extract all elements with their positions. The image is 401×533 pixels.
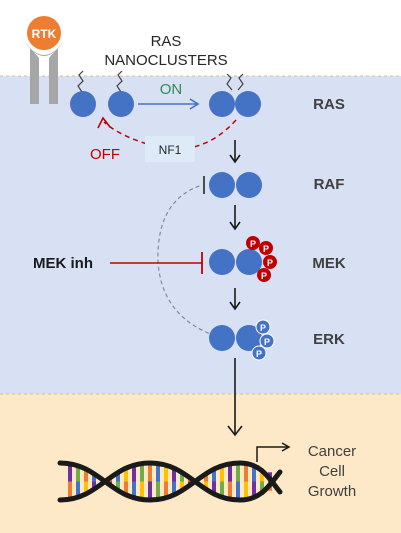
stage-label-erk: ERK bbox=[313, 331, 345, 348]
svg-text:P: P bbox=[261, 271, 267, 281]
phospho-badge bbox=[246, 236, 260, 250]
rtk-ligand bbox=[27, 16, 61, 50]
ras-monomer bbox=[70, 91, 96, 117]
mek-phospho-groups: P P P P bbox=[246, 236, 277, 282]
dna-strand-bottom bbox=[57, 460, 283, 503]
svg-text:P: P bbox=[267, 258, 273, 268]
phospho-badge bbox=[259, 241, 273, 255]
lipid-tail bbox=[226, 73, 233, 91]
stage-label-mek: MEK bbox=[312, 255, 346, 272]
phospho-badge bbox=[251, 345, 267, 361]
svg-text:P: P bbox=[264, 337, 270, 347]
ras-monomer bbox=[209, 91, 235, 117]
cascade-arrows bbox=[227, 140, 243, 437]
nf1-box bbox=[145, 136, 195, 162]
stage-label-ras: RAS bbox=[313, 96, 345, 113]
svg-text:P: P bbox=[256, 349, 262, 359]
phospho-badge bbox=[257, 268, 271, 282]
erk-feedback-loop bbox=[157, 184, 223, 339]
lipid-tail bbox=[237, 73, 244, 91]
off-label: OFF bbox=[90, 146, 120, 163]
rtk-label: RTK bbox=[32, 27, 57, 41]
inactive-ras bbox=[70, 70, 134, 117]
phospho-badge bbox=[255, 319, 271, 335]
mek-dimer bbox=[209, 249, 262, 275]
outcome-line-1: Cancer bbox=[308, 443, 356, 460]
lipid-tail bbox=[116, 70, 123, 93]
outcome-line-3: Growth bbox=[308, 483, 356, 500]
phospho-badge bbox=[259, 333, 275, 349]
ras-monomer bbox=[235, 91, 261, 117]
rtk-receptor: RTK bbox=[25, 16, 63, 104]
stage-label-raf: RAF bbox=[314, 176, 345, 193]
transcription-arrow bbox=[256, 446, 288, 462]
erk-dimer bbox=[209, 325, 262, 351]
nf1-label: NF1 bbox=[159, 143, 182, 157]
on-label: ON bbox=[160, 81, 183, 98]
phospho-badge bbox=[263, 255, 277, 269]
svg-text:P: P bbox=[260, 323, 266, 333]
title-line-1: RAS bbox=[151, 33, 182, 50]
erk-phospho-groups: P P P bbox=[251, 319, 275, 361]
outcome-line-2: Cell bbox=[319, 463, 345, 480]
mek-inhibitor-label: MEK inh bbox=[33, 255, 93, 272]
cytoplasm-region bbox=[0, 76, 401, 394]
lipid-tail bbox=[77, 70, 84, 93]
svg-text:P: P bbox=[250, 239, 256, 249]
dna-strand-top bbox=[57, 460, 283, 503]
svg-text:P: P bbox=[263, 244, 269, 254]
ras-monomer bbox=[108, 91, 134, 117]
raf-dimer bbox=[209, 172, 262, 198]
title-line-2: NANOCLUSTERS bbox=[104, 52, 227, 69]
active-ras-dimer bbox=[209, 73, 261, 117]
